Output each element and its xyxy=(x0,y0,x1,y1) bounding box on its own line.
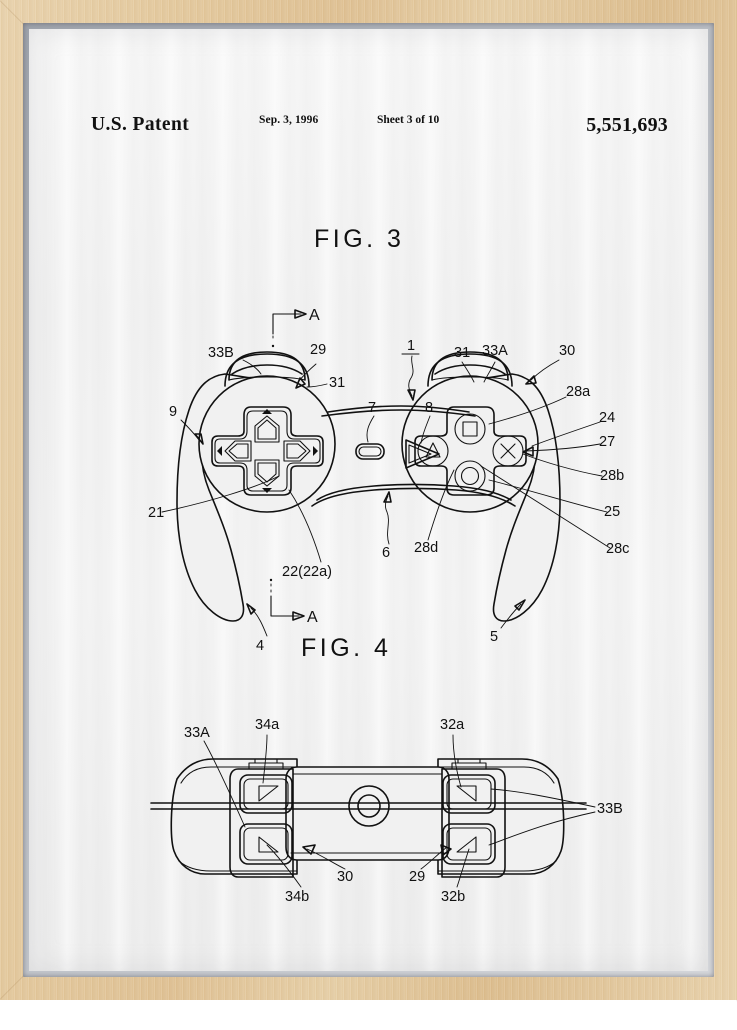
callout-29-fig4: 29 xyxy=(409,869,425,885)
callout-9: 9 xyxy=(169,404,177,420)
button-32a xyxy=(442,774,496,814)
section-label-a-top: A xyxy=(309,307,320,324)
callout-31-left: 31 xyxy=(329,375,345,391)
button-34b xyxy=(239,823,293,865)
square-button xyxy=(454,413,486,445)
patent-document-page: U.S. Patent Sep. 3, 1996 Sheet 3 of 10 5… xyxy=(29,29,708,971)
patent-office-label: U.S. Patent xyxy=(91,114,190,135)
button-34b-arrow-icon xyxy=(258,836,279,853)
dpad-down-arrow-icon xyxy=(262,488,272,493)
section-mark-a-bottom: A xyxy=(269,578,318,626)
section-mark-a-top: A xyxy=(271,307,320,348)
button-32b-arrow-icon xyxy=(456,836,477,853)
callout-8: 8 xyxy=(425,400,433,416)
callout-28d: 28d xyxy=(414,540,438,556)
cross-button-icon xyxy=(500,443,516,459)
callout-4: 4 xyxy=(256,638,264,654)
center-buttons-group[interactable] xyxy=(355,439,440,469)
callout-1: 1 xyxy=(407,338,415,354)
cross-button xyxy=(492,435,524,467)
select-button-inner xyxy=(358,446,382,457)
button-32b xyxy=(442,823,496,865)
button-34a-arrow-icon xyxy=(258,785,279,802)
figure-4-leader-lines xyxy=(203,734,596,888)
patent-number: 5,551,693 xyxy=(586,114,668,136)
right-shoulder-buttons[interactable] xyxy=(441,758,506,878)
cable-port-inner xyxy=(357,794,381,818)
figure-4-drawing: 33A 34a 32a 33B 30 29 34b 32b xyxy=(150,717,623,905)
dpad-control[interactable] xyxy=(211,406,324,496)
callout-33a: 33A xyxy=(482,343,508,359)
triangle-button xyxy=(417,435,449,467)
callout-25: 25 xyxy=(604,504,620,520)
callout-33b-fig4: 33B xyxy=(597,801,623,817)
callout-29: 29 xyxy=(310,342,326,358)
callout-32a: 32a xyxy=(440,717,465,733)
figure-3-drawing: A xyxy=(148,307,629,654)
controller-rear-body xyxy=(150,758,587,875)
cable-port xyxy=(348,785,390,827)
circle-button xyxy=(454,460,486,492)
start-button-inner xyxy=(408,444,432,464)
dpad-left-arrow-icon xyxy=(217,446,222,456)
callout-33a-fig4: 33A xyxy=(184,725,210,741)
callout-30: 30 xyxy=(559,343,575,359)
patent-sheet-number: Sheet 3 of 10 xyxy=(377,114,440,126)
callout-7: 7 xyxy=(368,400,376,416)
callout-31-right: 31 xyxy=(454,345,470,361)
select-button xyxy=(355,443,385,460)
callout-28c: 28c xyxy=(606,541,629,557)
callout-27: 27 xyxy=(599,434,615,450)
callout-22-22a: 22(22a) xyxy=(282,564,332,580)
figure-3-callout-labels: 33B 29 31 1 31 33A 30 9 28a 24 27 7 8 28… xyxy=(148,338,629,654)
callout-28b: 28b xyxy=(600,468,624,484)
figure-4-callout-labels: 33A 34a 32a 33B 30 29 34b 32b xyxy=(184,717,623,905)
action-buttons-group[interactable] xyxy=(414,406,527,496)
callout-32b: 32b xyxy=(441,889,465,905)
section-label-a-bottom: A xyxy=(307,609,318,626)
patent-issue-date: Sep. 3, 1996 xyxy=(259,114,319,126)
dpad-up-arrow-icon xyxy=(262,409,272,414)
button-32a-arrow-icon xyxy=(456,785,477,802)
dpad-right-arrow-icon xyxy=(313,446,318,456)
right-shoulder-button-group xyxy=(427,351,513,387)
button-34a xyxy=(239,774,293,814)
figure-3-leader-lines xyxy=(161,355,611,637)
callout-24: 24 xyxy=(599,410,615,426)
left-shoulder-buttons[interactable] xyxy=(229,758,294,878)
callout-34a: 34a xyxy=(255,717,280,733)
callout-34b: 34b xyxy=(285,889,309,905)
start-button xyxy=(405,439,440,469)
callout-30-fig4: 30 xyxy=(337,869,353,885)
circle-button-icon xyxy=(460,466,480,486)
callout-28a: 28a xyxy=(566,384,591,400)
callout-5: 5 xyxy=(490,629,498,645)
callout-6: 6 xyxy=(382,545,390,561)
callout-33b: 33B xyxy=(208,345,234,361)
figure-4-caption: FIG. 4 xyxy=(301,634,392,662)
square-button-icon xyxy=(462,421,478,437)
patent-header: U.S. Patent Sep. 3, 1996 Sheet 3 of 10 5… xyxy=(29,114,708,140)
figure-3-caption: FIG. 3 xyxy=(314,225,405,253)
callout-21: 21 xyxy=(148,505,164,521)
